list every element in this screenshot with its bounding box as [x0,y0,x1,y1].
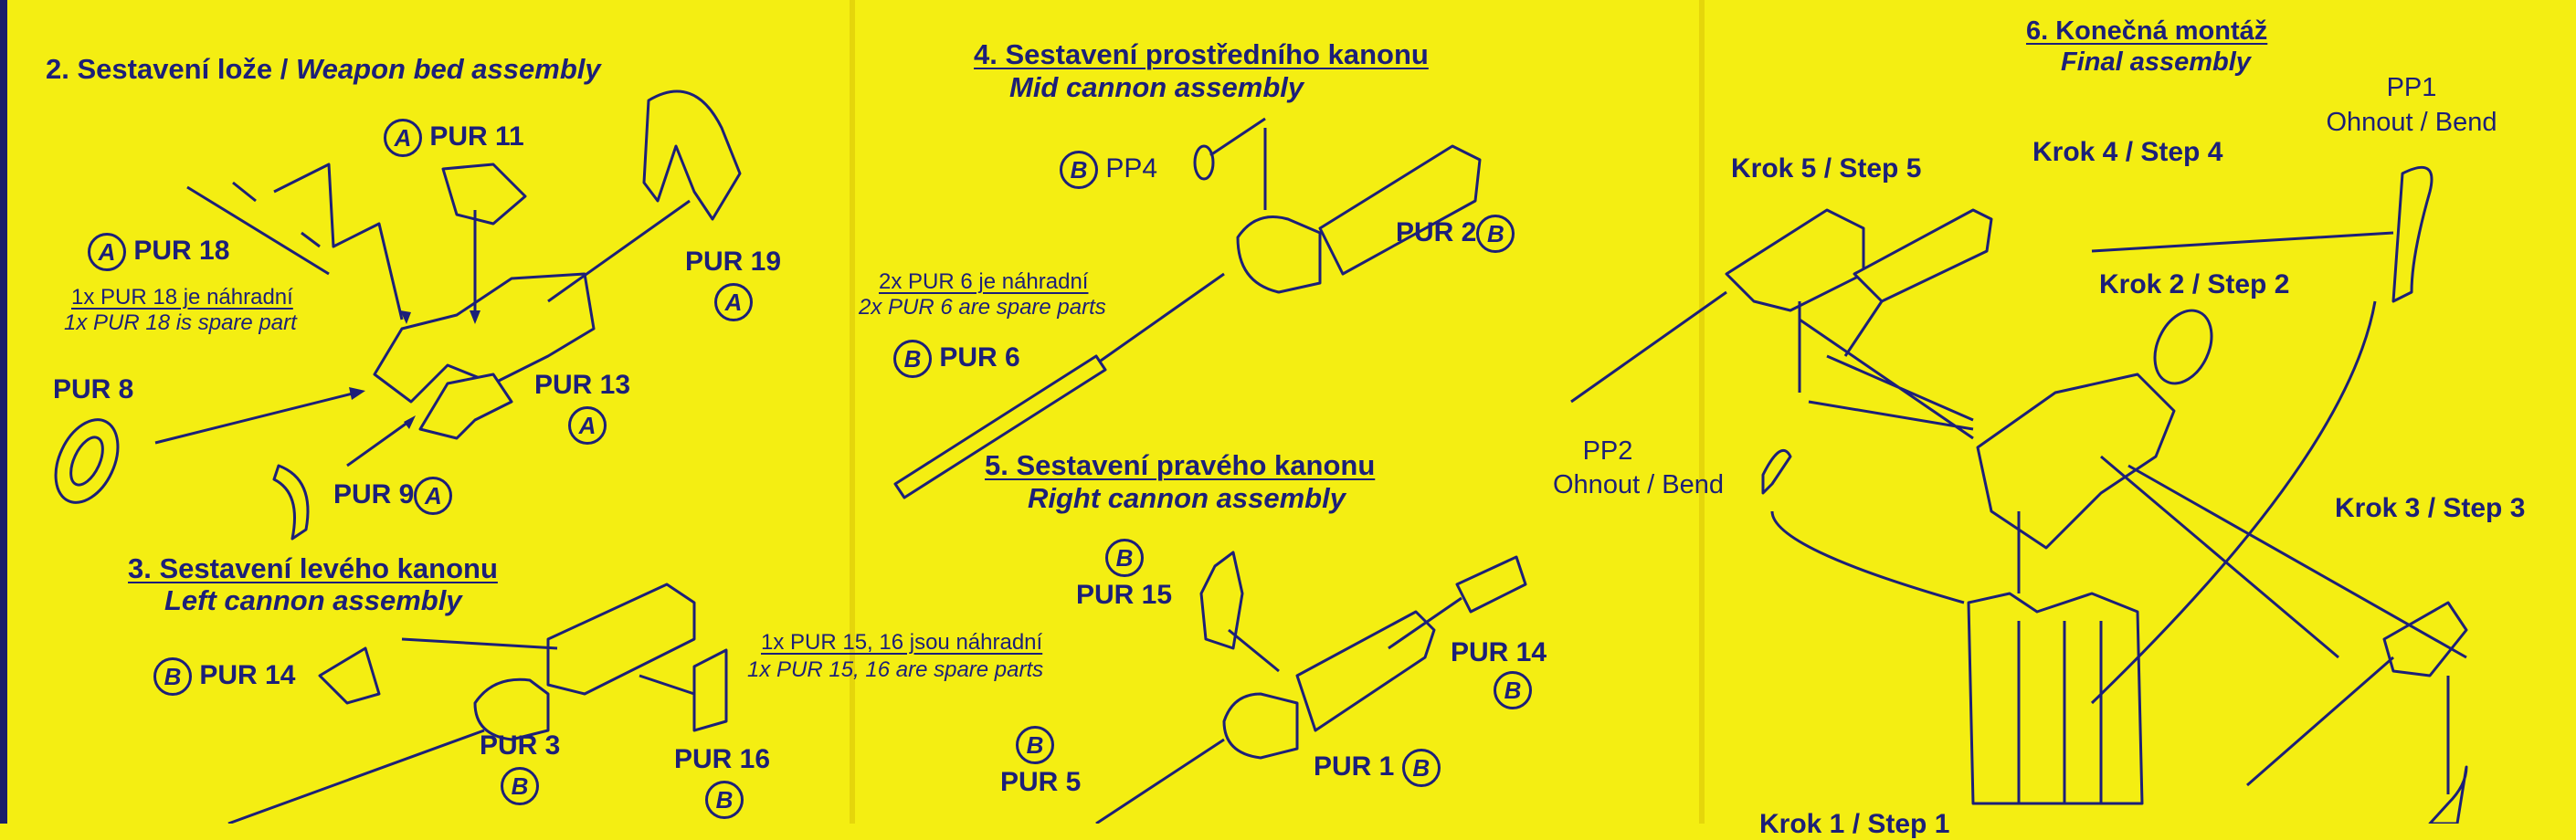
part-pur1-label: PUR 1 B [1314,749,1441,787]
part-number: PP4 [1105,152,1158,184]
spare-note-en: 1x PUR 15, 16 are spare parts [747,657,1044,682]
part-number: PUR 6 [939,341,1020,373]
pp2-bend-instruction: Ohnout / Bend [1553,470,1725,499]
sprue-letter: B [1494,671,1532,709]
part-pur19-label: PUR 19 [685,247,782,277]
final-assembly-drawing [1570,165,2468,824]
sprue-b-badge: B [1105,539,1144,577]
spare-note-en: 2x PUR 6 are spare parts [859,295,1106,320]
sprue-letter: A [714,283,753,321]
section-5-title-cz: 5. Sestavení pravého kanonu [985,449,1376,481]
part-number: PUR 2 [1396,216,1477,247]
fold-line [850,0,855,824]
sprue-b-badge: B [705,781,744,819]
section-5-title-en: Right cannon assembly [1028,482,1346,514]
sprue-b-badge: B [1401,749,1441,787]
spare-note-cz: 1x PUR 15, 16 jsou náhradní [761,630,1043,655]
part-number: PUR 14 [199,659,296,690]
sprue-b-badge: B [1476,215,1515,253]
part-pur15-label: PUR 15 [1076,580,1173,610]
part-pur11-label: A PUR 11 [384,119,524,157]
right-cannon-drawing [1095,551,1527,824]
left-cannon-drawing [227,583,728,824]
part-pur14-label: PUR 14 [1451,637,1547,667]
sprue-letter: B [1016,726,1054,764]
pp1-bend-instruction: Ohnout / Bend [2326,108,2497,137]
step-1-label: Krok 1 / Step 1 [1759,809,1950,839]
spare-note-cz: 1x PUR 18 je náhradní [71,285,293,310]
part-pp2-label: PP2 [1582,436,1633,466]
step-4-label: Krok 4 / Step 4 [2032,137,2223,167]
sprue-a-badge: A [414,477,453,515]
sprue-letter: B [705,781,744,819]
weapon-bed-drawing [54,89,742,541]
sprue-b-badge: B [893,340,932,378]
sprue-a-badge: A [88,233,126,271]
part-pur8-label: PUR 8 [53,374,134,404]
section-2-heading: 2. Sestavení lože / Weapon bed assembly [46,53,601,86]
sprue-b-badge: B [1016,726,1054,764]
sprue-a-badge: A [384,119,422,157]
sprue-a-badge: A [568,406,607,445]
section-4-title-en: Mid cannon assembly [1009,71,1304,103]
part-pur6-label: B PUR 6 [893,340,1020,378]
section-3-title-en: Left cannon assembly [164,584,462,616]
section-2-title-cz: 2. Sestavení lože / [46,53,296,85]
step-5-label: Krok 5 / Step 5 [1731,153,1922,184]
page-edge [0,0,7,824]
sprue-letter: A [568,406,607,445]
part-pur18-label: A PUR 18 [88,233,229,271]
part-number: PUR 11 [429,121,524,152]
section-4-title-cz: 4. Sestavení prostředního kanonu [974,38,1429,70]
section-2-title-en: Weapon bed assembly [295,53,601,85]
fold-line [1699,0,1705,824]
sprue-b-badge: B [1060,151,1098,189]
part-pp1-label: PP1 [2386,73,2437,102]
section-6-title-cz: 6. Konečná montáž [2026,16,2268,46]
part-pur16-label: PUR 16 [674,744,771,774]
sprue-a-badge: A [714,283,753,321]
spare-note-en: 1x PUR 18 is spare part [64,310,297,335]
part-number: PUR 1 [1314,751,1395,782]
part-pur3-label: PUR 3 [480,730,561,761]
part-pp4-label: B PP4 [1060,151,1157,189]
sprue-letter: B [1105,539,1144,577]
sprue-b-badge: B [501,767,539,805]
part-number: PUR 9 [333,478,415,509]
part-pur5-label: PUR 5 [1000,767,1082,797]
step-3-label: Krok 3 / Step 3 [2335,493,2526,523]
mid-cannon-drawing [893,117,1482,499]
section-6-title-en: Final assembly [2061,47,2251,77]
spare-note-cz: 2x PUR 6 je náhradní [879,269,1089,294]
part-number: PUR 18 [133,235,230,266]
step-2-label: Krok 2 / Step 2 [2099,269,2290,299]
sprue-letter: B [501,767,539,805]
section-3-title-cz: 3. Sestavení levého kanonu [128,552,498,584]
part-pur13-label: PUR 13 [534,370,631,400]
sprue-b-badge: B [1494,671,1532,709]
sprue-b-badge: B [153,657,192,696]
part-pur14-label: B PUR 14 [153,657,295,696]
